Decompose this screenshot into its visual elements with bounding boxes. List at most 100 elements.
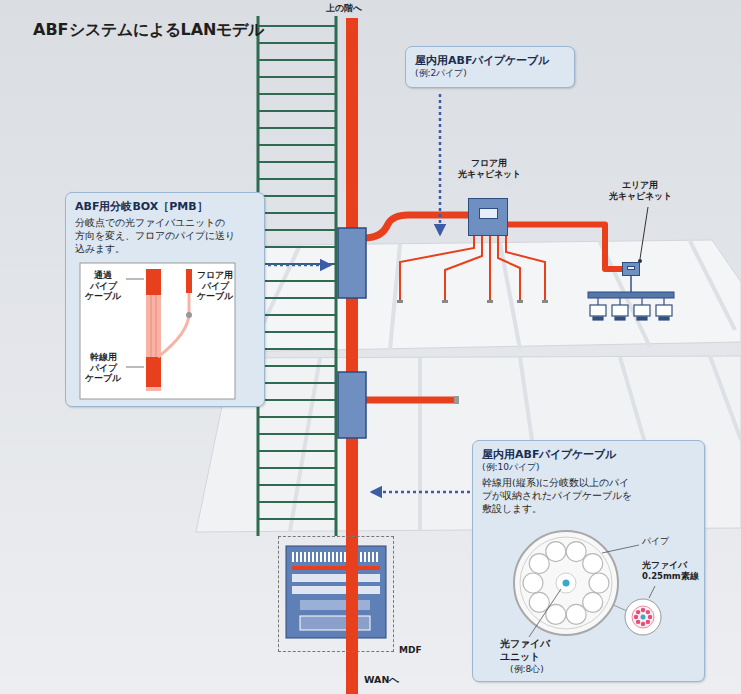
node-heading: 屋内用ABFパイプケーブル bbox=[482, 448, 695, 462]
callout-arrow-part bbox=[372, 491, 470, 494]
part-label: 光ファイバ 0.25mm素線 bbox=[642, 560, 700, 581]
panel-illustration-part bbox=[556, 573, 576, 593]
ladder-rung bbox=[258, 263, 336, 265]
panel-illustration-part bbox=[566, 542, 586, 562]
pmb-box bbox=[338, 228, 366, 438]
panel-illustration-part bbox=[520, 537, 612, 629]
ladder-rung bbox=[258, 246, 336, 248]
panel-illustration-part bbox=[570, 586, 627, 611]
part-label: 光ファイバ ユニット bbox=[500, 638, 560, 663]
floor-plane-part-part bbox=[710, 356, 741, 440]
direction-label: 上の階へ bbox=[326, 3, 362, 14]
area-network-part-part bbox=[656, 305, 672, 316]
area-network-part-part bbox=[590, 305, 606, 316]
panel-illustration-part bbox=[649, 586, 655, 598]
mdf-rack-part bbox=[292, 566, 380, 570]
ladder-rung bbox=[258, 484, 336, 486]
panel-illustration-part bbox=[625, 599, 661, 635]
ladder-rung bbox=[258, 518, 336, 520]
node-heading: ABF用分岐BOX［PMB］ bbox=[75, 200, 255, 214]
mdf-frame: MDF bbox=[278, 536, 394, 652]
part-label: 通過 パイプ ケーブル bbox=[83, 270, 123, 302]
callout-arrow-part bbox=[439, 94, 442, 234]
floor-pipe-cable bbox=[364, 215, 470, 238]
ladder-rung bbox=[258, 110, 336, 112]
panel-illustration-part bbox=[641, 608, 645, 612]
node-heading: MDF bbox=[399, 645, 422, 655]
node-text: (例:10パイプ) bbox=[482, 462, 695, 474]
floor-plane-part bbox=[250, 241, 735, 352]
callout-arrow bbox=[268, 94, 470, 492]
area-network-part-part bbox=[615, 317, 625, 320]
ladder-rung bbox=[258, 25, 336, 27]
floor-plane-part-part bbox=[390, 244, 400, 350]
panel-illustration-part bbox=[529, 592, 549, 612]
panel-illustration-part bbox=[646, 620, 650, 624]
direction-label: WANへ bbox=[364, 674, 399, 686]
mdf-rack-part bbox=[292, 552, 380, 562]
cable-outlet bbox=[397, 300, 548, 303]
panel-illustration-part bbox=[186, 269, 192, 293]
node-heading: エリア用 光キャビネット bbox=[604, 180, 676, 203]
area-network-part-part bbox=[641, 298, 642, 305]
ladder-rung bbox=[258, 365, 336, 367]
cabinet-window bbox=[627, 266, 635, 270]
cabinet-shape bbox=[622, 262, 640, 276]
panel-illustration-part bbox=[646, 610, 650, 614]
cable-outlet-part bbox=[442, 300, 448, 303]
mdf-rack-part bbox=[292, 574, 380, 582]
panel-illustration-part bbox=[523, 573, 543, 593]
ladder-rung bbox=[258, 93, 336, 95]
mdf-rack-part bbox=[292, 586, 380, 594]
panel-illustration-part bbox=[529, 554, 549, 574]
node-text: (例:2パイプ) bbox=[415, 68, 565, 80]
mdf-rack-part bbox=[300, 616, 370, 630]
ladder-rung bbox=[258, 501, 336, 503]
panel-illustration-part bbox=[583, 592, 603, 612]
panel-illustration-part bbox=[158, 293, 189, 357]
ladder-rung bbox=[258, 416, 336, 418]
cable-end bbox=[454, 396, 459, 404]
area-network-part-part bbox=[612, 305, 628, 316]
ladder-rung bbox=[258, 314, 336, 316]
floor-cable-part bbox=[489, 236, 491, 300]
floor-pipe-cable bbox=[364, 397, 455, 404]
ladder-rung bbox=[258, 331, 336, 333]
panel-illustration-part bbox=[529, 589, 561, 637]
cabinet-box: フロア用 光キャビネット bbox=[458, 158, 520, 238]
ladder-rung bbox=[258, 467, 336, 469]
floor-cable-part bbox=[506, 236, 545, 300]
panel-illustration-part bbox=[602, 545, 639, 553]
cable-outlet-part bbox=[397, 300, 403, 303]
panel-illustration-part bbox=[634, 615, 638, 619]
mdf-rack-part bbox=[286, 546, 386, 638]
callout-arrow-part bbox=[268, 264, 330, 267]
panel-illustration-part bbox=[632, 606, 654, 628]
part-label: パイプ bbox=[642, 536, 669, 547]
panel-illustration-part bbox=[636, 620, 640, 624]
part-note: (例:8心) bbox=[510, 664, 544, 675]
mdf-rack-part bbox=[300, 600, 370, 610]
ladder-rung bbox=[258, 212, 336, 214]
panel-illustration-part bbox=[126, 279, 144, 280]
panel-illustration-part bbox=[563, 580, 570, 587]
panel-illustration-part bbox=[126, 367, 144, 368]
panel-illustration-part bbox=[146, 357, 161, 387]
floor-plane-part-part bbox=[500, 243, 520, 349]
panel-illustration-part bbox=[546, 542, 566, 562]
pipe-cable-connector bbox=[508, 225, 622, 269]
floor-plane-part-part bbox=[418, 358, 422, 530]
panel-illustration-part bbox=[146, 269, 161, 391]
panel-illustration-part bbox=[156, 293, 157, 359]
area-network bbox=[588, 207, 674, 320]
pmb-box-part bbox=[338, 228, 366, 298]
node-heading: フロア用 光キャビネット bbox=[458, 158, 520, 181]
panel-illustration-part bbox=[583, 554, 603, 574]
panel-illustration-part bbox=[589, 573, 609, 593]
area-network-part-part bbox=[619, 298, 620, 305]
floor-plane-part-part bbox=[690, 241, 735, 330]
cabinet-shape bbox=[468, 198, 508, 236]
ladder-rung bbox=[258, 229, 336, 231]
ladder-rung bbox=[258, 382, 336, 384]
